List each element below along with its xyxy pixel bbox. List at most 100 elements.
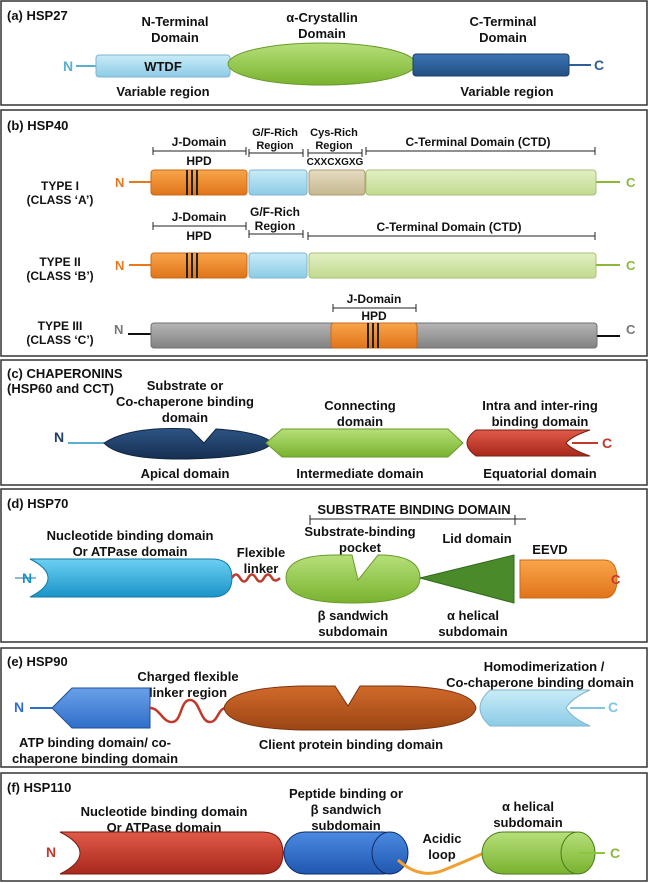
peptide-label-3: subdomain (311, 818, 380, 833)
cys-rich-box (308, 169, 366, 196)
charged-linker-squiggle (149, 698, 227, 724)
acidic-loop-curve (396, 851, 485, 875)
type2-label-1: TYPE II (39, 255, 80, 269)
nbd-label-1: Nucleotide binding domain (47, 528, 214, 543)
hpd-stripe (372, 323, 374, 348)
eevd-label: EEVD (532, 542, 567, 557)
hpd-stripe (367, 323, 369, 348)
client-binding-domain-shape (223, 685, 477, 731)
c-terminus-label: C (608, 699, 618, 715)
flexible-linker-label-2: linker (244, 561, 279, 576)
hpd-label: HPD (186, 229, 212, 243)
sbd-header: SUBSTRATE BINDING DOMAIN (317, 502, 510, 517)
atp-label-1: ATP binding domain/ co- (19, 735, 171, 750)
alpha-crystallin-label-1: α-Crystallin (286, 10, 358, 25)
ctd-label: C-Terminal Domain (CTD) (405, 135, 550, 149)
wtdf-motif: WTDF (144, 59, 182, 74)
c-terminus-label: C (626, 258, 636, 273)
panel-title: (a) HSP27 (7, 8, 68, 23)
flexible-linker-label-1: Flexible (237, 545, 285, 560)
beta-label-1: β sandwich (318, 608, 389, 623)
hpd-stripe (186, 253, 188, 278)
hpd-stripe (196, 170, 198, 195)
panel-title-2: (HSP60 and CCT) (7, 381, 114, 396)
alpha-crystallin-domain-ellipse (227, 42, 417, 86)
intra-label-2: binding domain (492, 414, 589, 429)
nbd-label-1: Nucleotide binding domain (81, 804, 248, 819)
alpha-label-2: subdomain (493, 815, 562, 830)
nbd-label-2: Or ATPase domain (107, 820, 222, 835)
charged-linker-label-1: Charged flexible (137, 669, 238, 684)
panel-border (0, 647, 648, 768)
c-terminus-label: C (602, 435, 612, 451)
pocket-label-2: pocket (339, 540, 382, 555)
c-terminus-label: C (626, 175, 636, 190)
ctd-box (308, 252, 597, 279)
c-terminus-label: C (611, 572, 621, 587)
c-terminal-label-1: C-Terminal (470, 14, 537, 29)
cylinder-end (371, 831, 409, 875)
type1-label-2: (CLASS ‘A’) (27, 193, 94, 207)
cys-motif-label: CXXCXGXG (307, 157, 364, 168)
c-terminus-label: C (594, 57, 604, 73)
nbd-shape (59, 831, 284, 875)
n-terminus-label: N (115, 175, 124, 190)
gf-rich-label-1: G/F-Rich (250, 205, 300, 219)
gf-rich-box (248, 169, 308, 196)
n-terminus-label: N (14, 699, 24, 715)
homodimer-label-2: Co-chaperone binding domain (446, 675, 634, 690)
panel-border (0, 109, 648, 357)
panel-hsp110: (f) HSP110 Nucleotide binding domain Or … (0, 772, 648, 882)
substrate-label-1: Substrate or (147, 378, 224, 393)
apical-domain-label: Apical domain (141, 466, 230, 481)
panel-title: (f) HSP110 (7, 780, 71, 795)
panel-title-1: (c) CHAPERONINS (7, 366, 123, 381)
ctd-box (365, 169, 597, 196)
alpha-label-1: α helical (502, 799, 554, 814)
hpd-stripe (191, 253, 193, 278)
type1-label-1: TYPE I (41, 179, 79, 193)
c-terminus-label: C (626, 322, 636, 337)
panel-hsp27: (a) HSP27 N-Terminal Domain α-Crystallin… (0, 0, 648, 106)
equatorial-domain-label: Equatorial domain (483, 466, 596, 481)
type3-label-1: TYPE III (38, 319, 83, 333)
n-terminal-label-1: N-Terminal (142, 14, 209, 29)
c-terminal-domain-box (412, 53, 570, 77)
pocket-label-1: Substrate-binding (304, 524, 415, 539)
alpha-label-1: α helical (447, 608, 499, 623)
nbd-label-2: Or ATPase domain (73, 544, 188, 559)
alpha-label-2: subdomain (438, 624, 507, 639)
type3-label-2: (CLASS ‘C’) (26, 333, 93, 347)
n-terminus-label: N (63, 58, 73, 74)
intermediate-domain-label: Intermediate domain (296, 466, 423, 481)
intra-label-1: Intra and inter-ring (482, 398, 598, 413)
ctd-label: C-Terminal Domain (CTD) (376, 220, 521, 234)
gf-rich-box (248, 252, 308, 279)
n-terminal-label-2: Domain (151, 30, 199, 45)
c-terminus-label: C (610, 845, 620, 861)
connecting-label-2: domain (337, 414, 383, 429)
substrate-label-3: domain (162, 410, 208, 425)
panel-border (0, 0, 648, 106)
alpha-helical-triangle (419, 554, 515, 604)
panel-hsp90: (e) HSP90 Charged flexible linker region… (0, 647, 648, 768)
eevd-box (519, 559, 618, 599)
variable-region-right: Variable region (460, 84, 553, 99)
charged-linker-label-2: linker region (149, 685, 227, 700)
panel-chaperonins: (c) CHAPERONINS (HSP60 and CCT) Substrat… (0, 359, 648, 486)
gf-rich-label-2: Region (255, 219, 296, 233)
peptide-label-1: Peptide binding or (289, 786, 403, 801)
acidic-loop-label-2: loop (428, 847, 455, 862)
intermediate-domain-shape (265, 428, 464, 458)
acidic-loop-label-1: Acidic (422, 831, 461, 846)
hpd-stripe (377, 323, 379, 348)
atp-label-2: chaperone binding domain (12, 751, 178, 766)
nbd-shape (15, 558, 233, 598)
j-domain-label: J-Domain (172, 210, 227, 224)
cys-rich-label-2: Region (315, 140, 353, 152)
beta-sandwich-shape (285, 554, 421, 604)
atp-binding-domain-shape (51, 687, 151, 729)
n-terminus-label: N (114, 322, 123, 337)
c-terminal-label-2: Domain (479, 30, 527, 45)
